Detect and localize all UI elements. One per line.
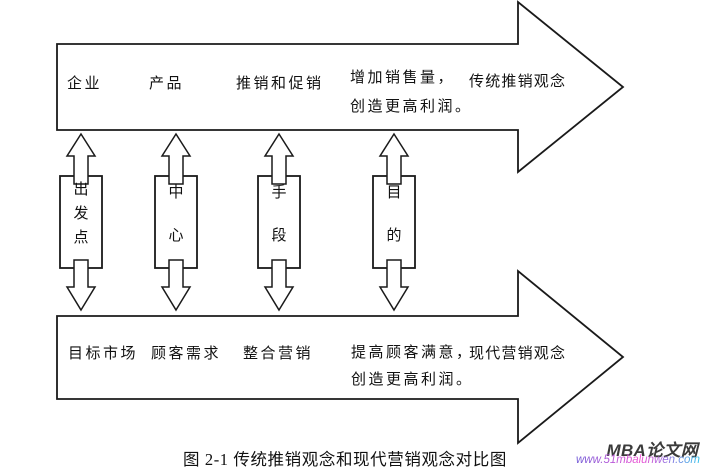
- role-char: 出: [73, 182, 89, 198]
- role-char: 的: [386, 228, 402, 244]
- connector-box: [59, 175, 103, 269]
- role-char: 手: [271, 185, 287, 201]
- role-char: 段: [271, 228, 287, 244]
- connector-role-starting-point: 出 发 点: [60, 176, 102, 268]
- bottom-arrow-concept-label: 现代营销观念: [469, 346, 567, 362]
- down-arrow-icon: [263, 259, 295, 312]
- top-arrow-item-product: 产品: [149, 76, 185, 92]
- up-arrow-icon: [65, 132, 97, 185]
- connector-role-center: 中 心: [155, 176, 197, 268]
- connector-role-means: 手 段: [258, 176, 300, 268]
- bottom-arrow-result-line2: 创造更高利润。: [351, 372, 474, 388]
- connector-role-goal: 目 的: [373, 176, 415, 268]
- up-arrow-icon: [160, 132, 192, 185]
- connector-box: [372, 175, 416, 269]
- down-arrow-icon: [378, 259, 410, 312]
- bottom-arrow-result-line1: 提高顾客满意，: [351, 345, 474, 361]
- down-arrow-icon: [160, 259, 192, 312]
- bottom-arrow-item-customer-needs: 顾客需求: [151, 346, 222, 362]
- role-char: 点: [73, 230, 89, 246]
- top-arrow-item-promotion: 推销和促销: [236, 76, 324, 92]
- up-arrow-icon: [263, 132, 295, 185]
- top-arrow-result-line1: 增加销售量，: [350, 70, 456, 86]
- top-arrow-result-line2: 创造更高利润。: [350, 99, 473, 115]
- watermark-url: www.51mbalunwen.com: [575, 454, 700, 466]
- connector-box: [257, 175, 301, 269]
- bottom-arrow-item-target-market: 目标市场: [68, 346, 139, 362]
- up-arrow-icon: [378, 132, 410, 185]
- top-arrow-item-company: 企业: [67, 76, 103, 92]
- modern-block-arrow: [56, 269, 625, 445]
- top-arrow-concept-label: 传统推销观念: [469, 74, 567, 90]
- role-char: 目: [386, 185, 402, 201]
- watermark-brand: MBA论文网: [606, 441, 698, 460]
- role-char: 中: [168, 185, 184, 201]
- figure-caption: 图 2-1 传统推销观念和现代营销观念对比图: [183, 450, 507, 469]
- down-arrow-icon: [65, 259, 97, 312]
- role-char: 心: [168, 228, 184, 244]
- role-char: 发: [73, 206, 89, 222]
- traditional-block-arrow: [56, 0, 625, 174]
- bottom-arrow-item-integrated-marketing: 整合营销: [243, 346, 314, 362]
